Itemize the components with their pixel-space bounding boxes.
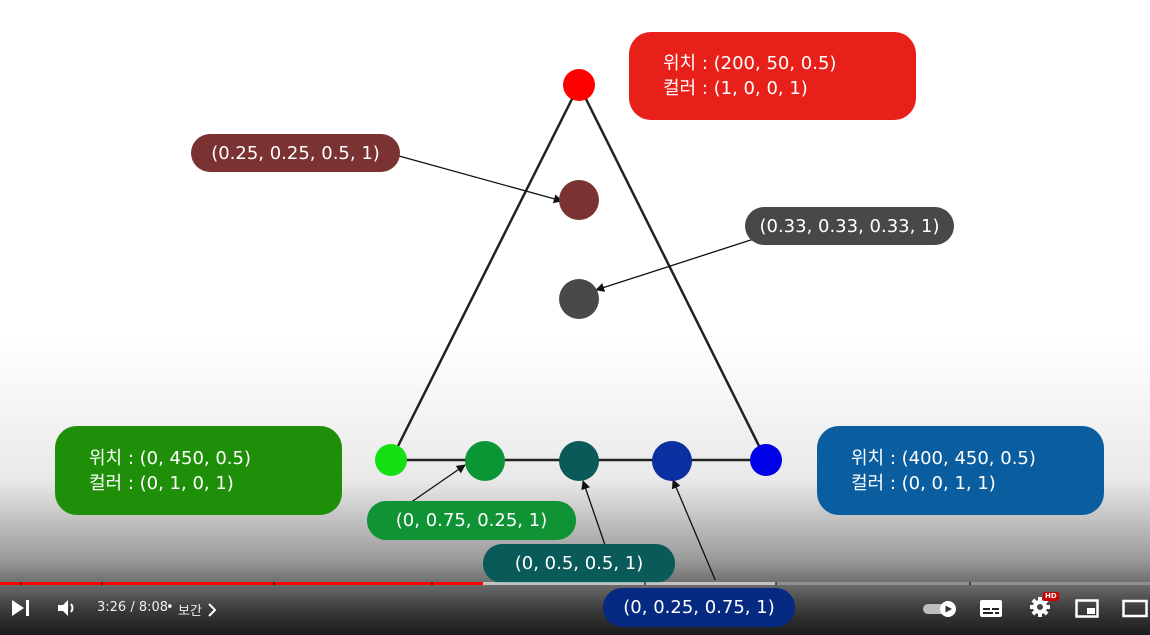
interpolation-diagram	[375, 69, 782, 580]
theater-mode-icon	[1122, 599, 1148, 618]
label-bottom-c-text: (0, 0.25, 0.75, 1)	[623, 597, 775, 618]
arrow-center	[595, 236, 761, 292]
progress-played	[0, 582, 483, 585]
subtitles-icon	[980, 600, 1002, 617]
right-vertex-color: 컬러 : (0, 0, 1, 1)	[851, 472, 996, 494]
point-mid-left	[559, 180, 599, 220]
left-vertex-color: 컬러 : (0, 1, 0, 1)	[89, 472, 234, 494]
chapter-marker	[644, 582, 646, 585]
settings-button[interactable]: HD	[1029, 592, 1059, 622]
next-icon	[12, 600, 29, 616]
autoplay-toggle-icon	[923, 601, 956, 617]
progress-bar[interactable]	[0, 582, 1150, 585]
arrow-mid-left	[398, 155, 563, 204]
right-vertex-info-box: 위치 : (400, 450, 0.5) 컬러 : (0, 0, 1, 1)	[817, 426, 1104, 515]
next-button[interactable]	[11, 599, 31, 621]
vertex-bottom-left	[375, 444, 407, 476]
label-center: (0.33, 0.33, 0.33, 1)	[745, 207, 954, 245]
autoplay-toggle[interactable]	[922, 600, 958, 622]
miniplayer-icon	[1075, 599, 1099, 618]
chapter-marker	[273, 582, 275, 585]
chevron-right-icon	[208, 603, 217, 617]
chapter-marker	[969, 582, 971, 585]
volume-icon	[58, 600, 74, 616]
chapter-chevron[interactable]	[207, 602, 217, 621]
top-vertex-color: 컬러 : (1, 0, 0, 1)	[663, 78, 808, 99]
label-bottom-b-text: (0, 0.5, 0.5, 1)	[514, 553, 644, 574]
time-display: 3:26 / 8:08	[97, 600, 169, 615]
vertex-bottom-right	[750, 444, 782, 476]
theater-mode-button[interactable]	[1122, 599, 1148, 622]
subtitles-button[interactable]	[979, 599, 1003, 622]
label-bottom-b: (0, 0.5, 0.5, 1)	[483, 544, 675, 583]
right-vertex-position: 위치 : (400, 450, 0.5)	[851, 447, 1036, 469]
top-vertex-info-box: 위치 : (200, 50, 0.5) 컬러 : (1, 0, 0, 1)	[629, 32, 916, 120]
chapter-marker	[101, 582, 103, 585]
label-mid-left-text: (0.25, 0.25, 0.5, 1)	[211, 142, 380, 164]
chapter-marker	[20, 582, 22, 585]
label-bottom-a: (0, 0.75, 0.25, 1)	[367, 501, 576, 540]
point-bottom-a	[465, 441, 505, 481]
triangle-edge-left	[389, 84, 581, 461]
hd-badge: HD	[1043, 592, 1059, 601]
left-vertex-info-box: 위치 : (0, 450, 0.5) 컬러 : (0, 1, 0, 1)	[55, 426, 342, 515]
chapter-title[interactable]: 보간	[178, 604, 202, 619]
chapter-marker	[431, 582, 433, 585]
top-vertex-position: 위치 : (200, 50, 0.5)	[663, 53, 837, 74]
arrow-bottom-c	[671, 479, 716, 580]
arrow-bottom-b	[581, 480, 606, 546]
label-bottom-a-text: (0, 0.75, 0.25, 1)	[395, 510, 548, 531]
chapter-separator: •	[166, 600, 174, 615]
point-bottom-b	[559, 441, 599, 481]
miniplayer-button[interactable]	[1075, 599, 1099, 622]
vertex-top	[563, 69, 595, 101]
label-bottom-c: (0, 0.25, 0.75, 1)	[603, 588, 795, 627]
label-mid-left: (0.25, 0.25, 0.5, 1)	[191, 134, 400, 172]
gear-icon	[1030, 597, 1050, 617]
point-bottom-c	[652, 441, 692, 481]
volume-button[interactable]	[57, 599, 79, 621]
left-vertex-position: 위치 : (0, 450, 0.5)	[89, 447, 251, 469]
label-center-text: (0.33, 0.33, 0.33, 1)	[759, 215, 940, 237]
chapter-marker	[775, 582, 777, 585]
triangle-edge-right	[577, 84, 768, 461]
point-center	[559, 279, 599, 319]
player-controls: 3:26 / 8:08 • 보간 HD	[0, 578, 1150, 635]
arrow-bottom-a	[409, 464, 466, 504]
